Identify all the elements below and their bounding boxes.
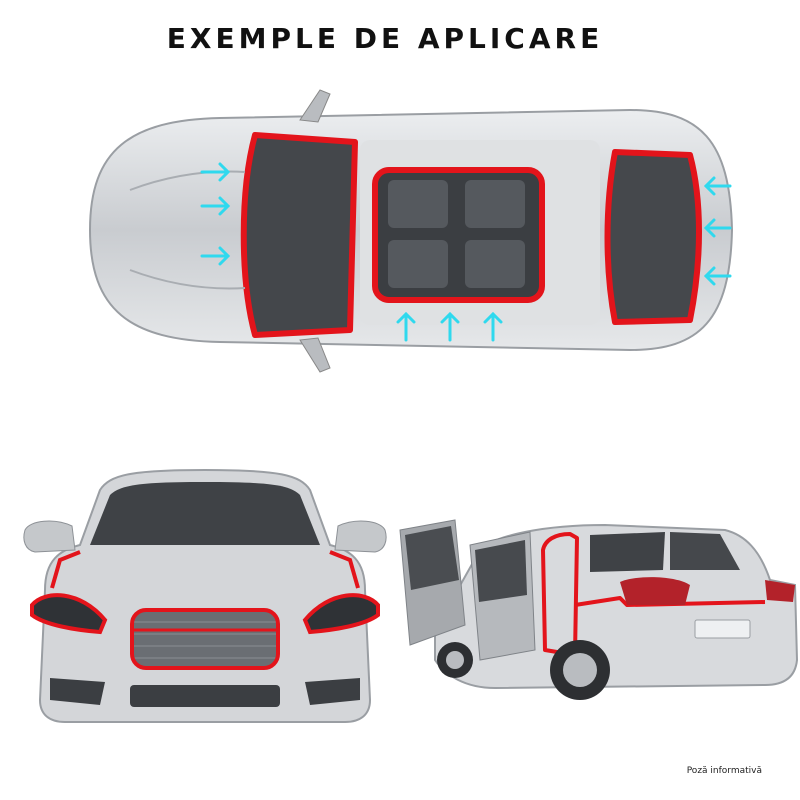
car-rear-side-view-icon	[399, 519, 799, 700]
windshield-glass	[90, 482, 320, 545]
rear-window-seal	[604, 149, 702, 325]
arrow-icon	[396, 311, 503, 342]
image-caption: Poză informativă	[686, 766, 762, 776]
arrow-icon	[200, 162, 231, 266]
arrow-icon	[703, 176, 732, 286]
car-top-view-icon	[88, 89, 734, 373]
windshield-glass	[243, 135, 355, 335]
page-title: EXEMPLE DE APLICARE	[166, 22, 604, 55]
windshield-seal	[240, 132, 358, 338]
car-front-view-icon	[23, 468, 387, 723]
trunk-seal	[574, 596, 766, 607]
sunroof-seal	[372, 167, 545, 303]
door-frame-seal	[541, 532, 579, 657]
rear-window-glass	[607, 152, 699, 322]
grille	[132, 610, 278, 668]
grille-seal	[130, 608, 280, 670]
